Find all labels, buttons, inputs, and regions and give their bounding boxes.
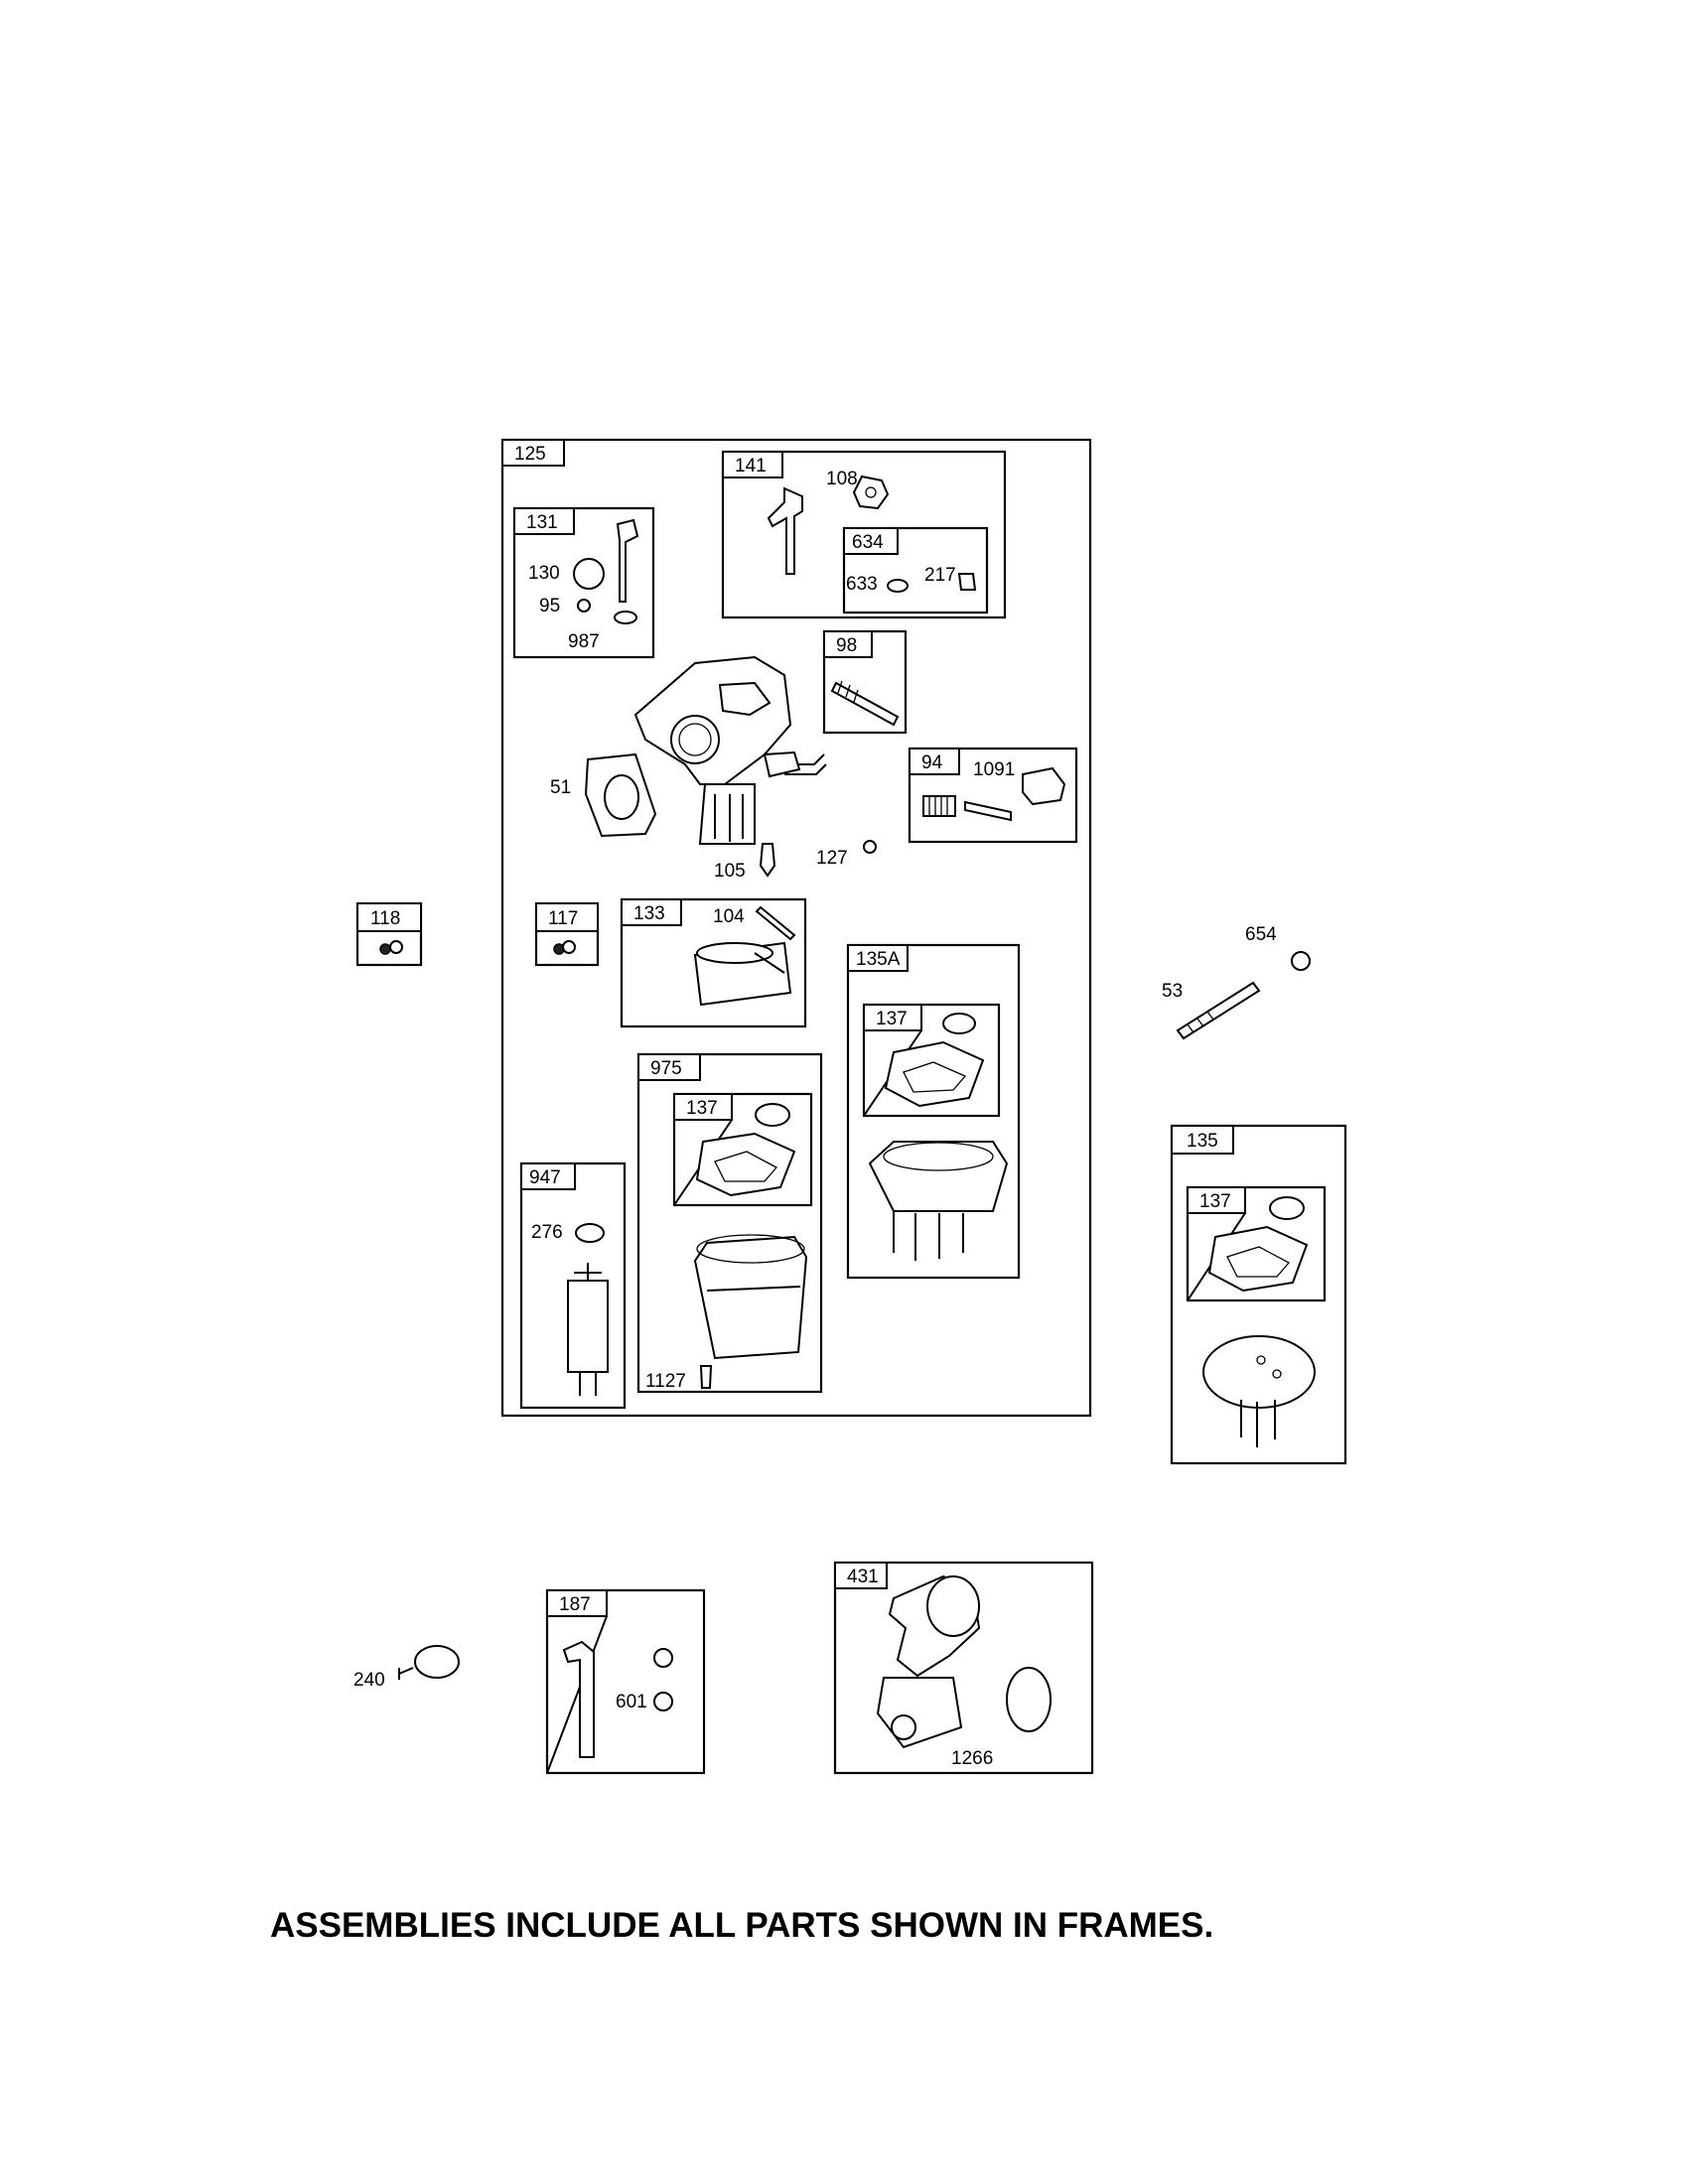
part-label-654: 654 xyxy=(1245,924,1277,945)
gasket-51: 51 xyxy=(550,752,657,838)
part-label-1091: 1091 xyxy=(973,759,1015,780)
seal-987-part xyxy=(614,611,637,624)
throttle-plate-130-part xyxy=(573,558,605,590)
frame-label-137-135A: 137 xyxy=(876,1009,908,1029)
frame-label-135: 135 xyxy=(1187,1131,1218,1152)
nut-654-part xyxy=(1291,951,1311,971)
frame-label-133: 133 xyxy=(633,903,665,924)
frame-131: 131 130 95 987 xyxy=(512,506,655,659)
gasket-137b-part xyxy=(695,1132,796,1197)
frame-label-125: 125 xyxy=(514,444,546,465)
frame-label-947: 947 xyxy=(529,1167,561,1188)
part-654-and-53: 654 53 xyxy=(1162,924,1311,1040)
part-label-601: 601 xyxy=(616,1692,647,1712)
clamp-601b-part xyxy=(653,1692,673,1711)
frame-117: 117 xyxy=(534,901,600,967)
needle-105-part xyxy=(759,843,776,878)
footer-note: ASSEMBLIES INCLUDE ALL PARTS SHOWN IN FR… xyxy=(270,1906,1213,1945)
idle-screw-98-part xyxy=(830,681,900,727)
part-label-276: 276 xyxy=(531,1222,563,1243)
frame-label-431: 431 xyxy=(847,1567,879,1587)
washer-276-part xyxy=(575,1223,605,1243)
part-label-1266: 1266 xyxy=(951,1748,993,1769)
throttle-shaft-part xyxy=(616,518,639,603)
frame-125: 125 xyxy=(500,438,1092,1418)
oring-1266-part xyxy=(1006,1667,1052,1732)
primer-240-part xyxy=(414,1645,460,1679)
frame-label-94: 94 xyxy=(921,752,943,773)
frame-label-118: 118 xyxy=(370,908,400,929)
carburetor-body xyxy=(633,655,827,845)
part-label-51: 51 xyxy=(550,777,571,798)
part-label-105: 105 xyxy=(714,861,746,882)
frame-141: 141 108 xyxy=(721,450,1007,619)
part-240: 240 xyxy=(353,1645,460,1691)
frame-634: 634 633 217 xyxy=(842,526,989,614)
clip-217-part xyxy=(957,573,977,591)
part-label-53: 53 xyxy=(1162,981,1183,1002)
frame-label-131: 131 xyxy=(526,512,558,533)
part-label-127: 127 xyxy=(816,848,848,869)
frame-135: 135 137 xyxy=(1170,1124,1347,1465)
needle-94-part xyxy=(964,800,1012,822)
frame-label-98: 98 xyxy=(836,635,857,656)
part-label-95: 95 xyxy=(539,596,560,616)
part-label-987: 987 xyxy=(568,631,600,652)
frame-label-117: 117 xyxy=(548,908,578,929)
frame-label-975: 975 xyxy=(650,1058,682,1079)
bowl-975-part xyxy=(693,1235,808,1360)
frame-label-137-975: 137 xyxy=(686,1098,718,1119)
frame-431: 431 1266 xyxy=(833,1561,1094,1775)
frame-label-135A: 135A xyxy=(856,949,901,970)
float-bowl-135A-part xyxy=(868,1141,1009,1212)
part-label-217: 217 xyxy=(924,565,956,586)
oring-137b-part xyxy=(755,1103,790,1127)
stud-53-part xyxy=(1176,981,1261,1040)
fuel-line-187-part xyxy=(562,1640,595,1758)
part-label-240: 240 xyxy=(353,1670,385,1691)
spring-94-part xyxy=(922,795,956,817)
bowl-plate-135-part xyxy=(1202,1335,1316,1409)
frame-133: 133 104 xyxy=(620,897,807,1028)
frame-94: 94 1091 xyxy=(908,747,1078,844)
frame-947: 947 276 xyxy=(519,1161,627,1410)
choke-lever-part xyxy=(767,486,803,575)
frame-label-141: 141 xyxy=(735,456,767,477)
solenoid-947-part xyxy=(567,1280,609,1373)
clamp-601a-part xyxy=(653,1648,673,1668)
frame-98: 98 xyxy=(822,629,908,735)
bushing-633-part xyxy=(887,579,909,593)
frame-135A: 135A 137 xyxy=(846,943,1021,1280)
frame-187: 187 601 xyxy=(545,1588,706,1775)
solenoid-1091-part xyxy=(1022,766,1066,806)
part-label-104: 104 xyxy=(713,906,745,927)
screw-95-part xyxy=(577,599,591,613)
oring-127-part xyxy=(863,840,877,854)
pin-104-part xyxy=(755,905,796,941)
frame-975: 975 137 1127 xyxy=(636,1052,823,1394)
part-label-130: 130 xyxy=(528,563,560,584)
oring-137c-part xyxy=(1269,1196,1305,1220)
frame-label-634: 634 xyxy=(852,532,884,553)
part-label-108: 108 xyxy=(826,469,858,489)
gasket-137c-part xyxy=(1207,1225,1309,1293)
frame-label-137-135: 137 xyxy=(1199,1191,1231,1212)
gasket-108-part xyxy=(852,475,890,510)
frame-label-187: 187 xyxy=(559,1594,591,1615)
part-label-1127: 1127 xyxy=(645,1371,686,1392)
part-label-633: 633 xyxy=(846,574,878,595)
frame-118: 118 xyxy=(355,901,423,967)
screw-1127-part xyxy=(699,1365,713,1389)
gasket-137a-part xyxy=(884,1040,985,1108)
part-105-and-127: 105 127 xyxy=(714,840,877,882)
oring-137a-part xyxy=(942,1013,976,1034)
